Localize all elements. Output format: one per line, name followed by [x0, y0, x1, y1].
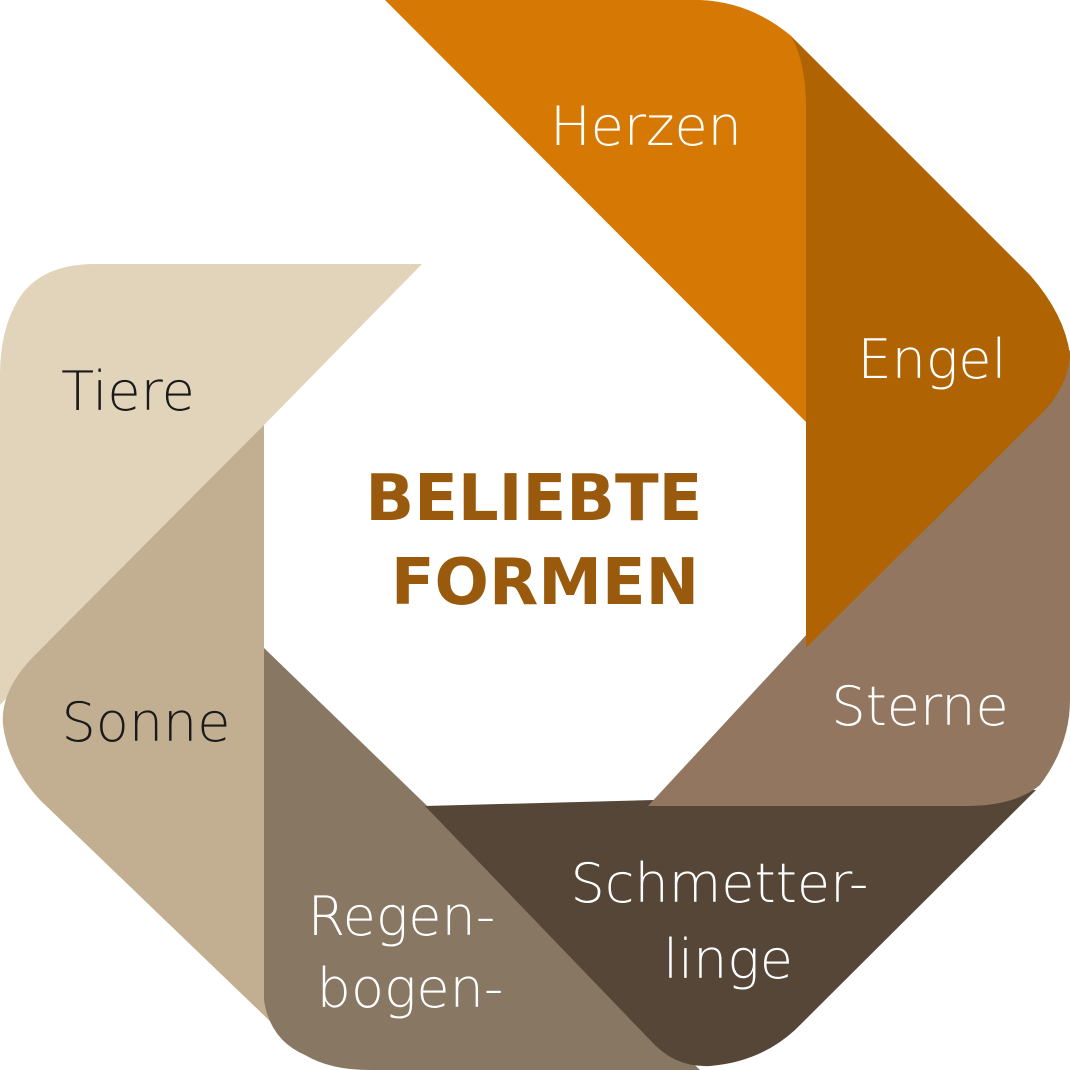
- center-title-line-1: BELIEBTE: [365, 462, 702, 536]
- center-title: BELIEBTE FORMEN: [365, 462, 724, 620]
- segment-sonne: Sonne: [2, 425, 301, 1050]
- segment-regenbogen-label: Regen- bogen-: [308, 885, 513, 1020]
- segment-schmetterlinge-line-2: linge: [663, 928, 793, 991]
- segment-tiere-label: Tiere: [61, 360, 195, 423]
- segment-tiere-shape: [0, 264, 422, 705]
- segment-schmetterlinge-label: Schmetter- linge: [571, 852, 886, 991]
- segment-engel-line-1: Engel: [858, 328, 1007, 391]
- segment-schmetterlinge: Schmetter- linge: [425, 790, 1036, 1067]
- segment-herzen: Herzen: [385, 0, 806, 422]
- segment-engel-shape: [790, 35, 1070, 648]
- segment-engel-label: Engel: [858, 328, 1007, 391]
- segment-sonne-line-1: Sonne: [62, 691, 231, 754]
- segment-schmetterlinge-shape: [425, 790, 1036, 1067]
- center-title-line-2: FORMEN: [391, 546, 699, 620]
- segment-herzen-line-1: Herzen: [550, 95, 742, 158]
- segment-sterne-label: Sterne: [831, 675, 1008, 738]
- segment-tiere-line-1: Tiere: [61, 360, 195, 423]
- segment-herzen-shape: [385, 0, 806, 422]
- segment-engel: Engel: [790, 35, 1070, 648]
- segment-regenbogen-line-2: bogen-: [317, 957, 504, 1020]
- segment-regenbogen-line-1: Regen-: [308, 885, 496, 948]
- segment-sterne-line-1: Sterne: [831, 675, 1008, 738]
- segment-sonne-shape: [2, 425, 301, 1050]
- segment-herzen-label: Herzen: [550, 95, 742, 158]
- segment-tiere: Tiere: [0, 264, 422, 705]
- segment-schmetterlinge-line-1: Schmetter-: [571, 852, 869, 915]
- segment-sonne-label: Sonne: [62, 691, 231, 754]
